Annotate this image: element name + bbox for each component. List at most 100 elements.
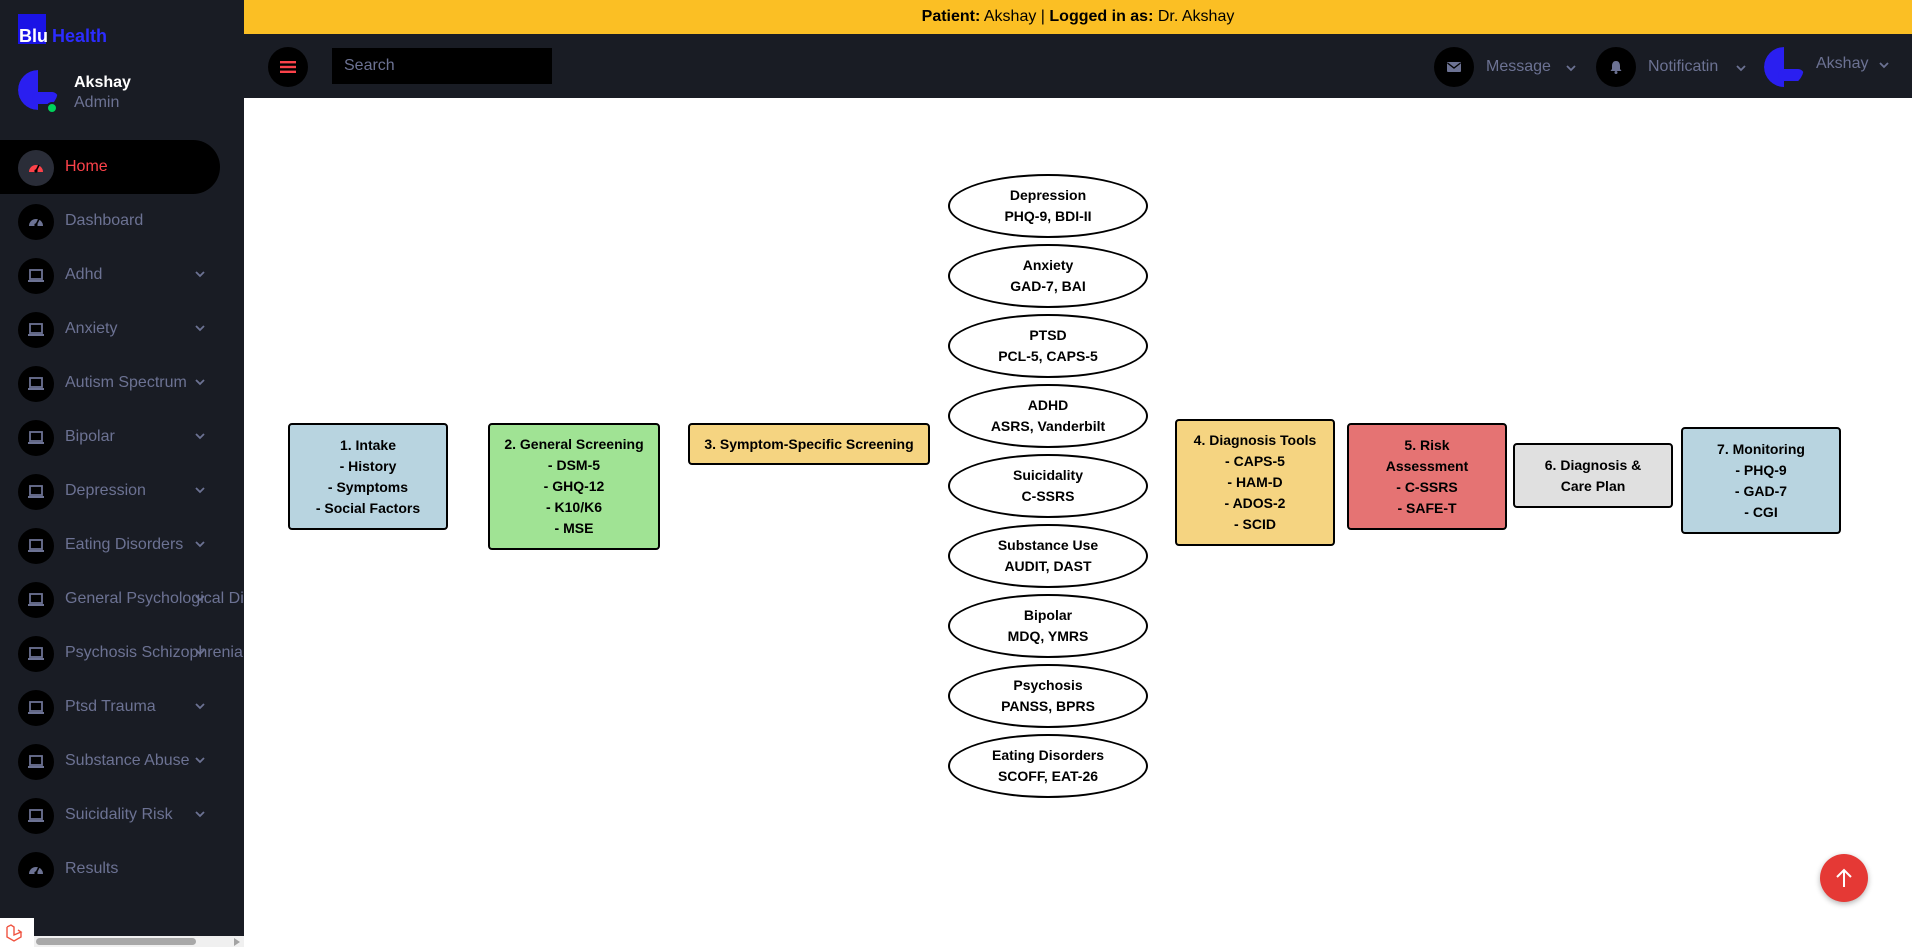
sidebar-item-label: Results xyxy=(65,860,119,877)
speedometer-icon xyxy=(18,150,54,186)
condition-tools: PHQ-9, BDI-II xyxy=(1004,208,1092,224)
condition-name: Suicidality xyxy=(1012,467,1084,483)
condition-name: Eating Disorders xyxy=(991,747,1105,763)
logged-in-name: Dr. Akshay xyxy=(1157,8,1235,25)
search-input[interactable] xyxy=(332,48,552,84)
logged-in-label: Logged in as: xyxy=(1049,8,1154,25)
sidebar-item-suicidality-risk[interactable]: Suicidality Risk xyxy=(0,788,244,842)
chevron-down-icon xyxy=(195,757,205,764)
laptop-icon xyxy=(18,474,54,510)
sidebar-item-label: Suicidality Risk xyxy=(65,806,173,823)
scroll-to-top-button[interactable] xyxy=(1820,854,1868,902)
chevron-down-icon xyxy=(1566,65,1576,72)
patient-bar-separator: | xyxy=(1040,8,1045,25)
user-label: Akshay xyxy=(1816,55,1869,72)
condition-name: Depression xyxy=(1009,187,1087,203)
message-label: Message xyxy=(1486,58,1551,75)
condition-tools: PANSS, BPRS xyxy=(1001,698,1095,714)
laptop-icon xyxy=(18,798,54,834)
chevron-down-icon xyxy=(195,379,205,386)
sidebar-item-dashboard[interactable]: Dashboard xyxy=(0,194,244,248)
chevron-down-icon xyxy=(1736,65,1746,72)
sidebar-item-substance-abuse[interactable]: Substance Abuse xyxy=(0,734,244,788)
condition-tools: MDQ, YMRS xyxy=(1007,628,1089,644)
laptop-icon xyxy=(18,420,54,456)
sidebar-item-label: Depression xyxy=(65,482,146,499)
sidebar-item-bipolar[interactable]: Bipolar xyxy=(0,410,244,464)
sidebar-item-general-psychological-di[interactable]: General Psychological Di xyxy=(0,572,244,626)
step-risk-assessment: 5. Risk Assessment - C-SSRS - SAFE-T xyxy=(1347,423,1507,530)
sidebar-item-label: Substance Abuse xyxy=(65,752,190,769)
sidebar-item-home[interactable]: Home xyxy=(0,140,220,194)
condition-tools: C-SSRS xyxy=(1021,488,1075,504)
patient-label: Patient: xyxy=(921,8,981,25)
sidebar-item-label: Autism Spectrum xyxy=(65,374,187,391)
speedometer-icon xyxy=(18,204,54,240)
chevron-down-icon xyxy=(195,541,205,548)
sidebar-item-label: Adhd xyxy=(65,266,103,283)
horizontal-scrollbar[interactable] xyxy=(34,936,244,947)
sidebar-item-label: Psychosis Schizophrenia xyxy=(65,644,243,661)
laptop-icon xyxy=(18,312,54,348)
logo-mark xyxy=(18,14,46,44)
menu-toggle-button[interactable] xyxy=(268,47,308,87)
profile-name: Akshay xyxy=(74,74,131,91)
step-diagnosis-tools: 4. Diagnosis Tools - CAPS-5 - HAM-D - AD… xyxy=(1175,419,1335,546)
condition-name: Anxiety xyxy=(1022,257,1074,273)
patient-bar: Patient: Akshay | Logged in as: Dr. Aksh… xyxy=(244,0,1912,34)
user-avatar[interactable] xyxy=(1764,47,1804,87)
envelope-icon[interactable] xyxy=(1434,47,1474,87)
laptop-icon xyxy=(18,258,54,294)
sidebar-item-adhd[interactable]: Adhd xyxy=(0,248,244,302)
chevron-down-icon xyxy=(195,649,205,656)
sidebar-item-autism-spectrum[interactable]: Autism Spectrum xyxy=(0,356,244,410)
laptop-icon xyxy=(18,636,54,672)
avatar[interactable] xyxy=(18,70,58,110)
chevron-down-icon xyxy=(195,433,205,440)
step-diagnosis-care-plan: 6. Diagnosis & Care Plan xyxy=(1513,443,1673,508)
condition-name: Psychosis xyxy=(1013,677,1083,693)
top-navbar: Message Notificatin Akshay xyxy=(244,34,1912,98)
message-dropdown[interactable]: Message xyxy=(1434,47,1584,87)
brand-name-part2: Health xyxy=(52,26,108,46)
sidebar-item-label: Ptsd Trauma xyxy=(65,698,156,715)
scroll-right-arrow-icon[interactable] xyxy=(234,938,240,946)
sidebar-item-ptsd-trauma[interactable]: Ptsd Trauma xyxy=(0,680,244,734)
screening-workflow-diagram: 1. Intake - History - Symptoms - Social … xyxy=(244,98,1912,947)
step-symptom-specific-screening: 3. Symptom-Specific Screening xyxy=(688,423,930,465)
sidebar-item-label: General Psychological Di xyxy=(65,590,244,607)
sidebar-item-label: Dashboard xyxy=(65,212,144,229)
condition-tools: AUDIT, DAST xyxy=(1004,558,1092,574)
chevron-down-icon xyxy=(195,325,205,332)
sidebar-item-depression[interactable]: Depression xyxy=(0,464,244,518)
sidebar-item-results[interactable]: Results xyxy=(0,842,244,896)
chevron-down-icon xyxy=(195,271,205,278)
user-dropdown[interactable]: Akshay xyxy=(1764,47,1904,87)
patient-name: Akshay xyxy=(983,8,1037,25)
notification-dropdown[interactable]: Notificatin xyxy=(1596,47,1766,87)
step-general-screening: 2. General Screening - DSM-5 - GHQ-12 - … xyxy=(488,423,660,550)
speedometer-icon xyxy=(18,852,54,888)
bell-icon[interactable] xyxy=(1596,47,1636,87)
sidebar-item-psychosis-schizophrenia[interactable]: Psychosis Schizophrenia xyxy=(0,626,244,680)
sidebar-item-label: Bipolar xyxy=(65,428,115,445)
chevron-down-icon xyxy=(195,811,205,818)
laravel-icon xyxy=(0,918,34,947)
condition-name: PTSD xyxy=(1029,327,1067,343)
step-monitoring: 7. Monitoring - PHQ-9 - GAD-7 - CGI xyxy=(1681,427,1841,534)
scrollbar-thumb[interactable] xyxy=(36,938,196,945)
sidebar-item-label: Anxiety xyxy=(65,320,118,337)
laptop-icon xyxy=(18,582,54,618)
sidebar-item-eating-disorders[interactable]: Eating Disorders xyxy=(0,518,244,572)
condition-name: Substance Use xyxy=(997,537,1099,553)
chevron-down-icon xyxy=(195,595,205,602)
sidebar-item-anxiety[interactable]: Anxiety xyxy=(0,302,244,356)
